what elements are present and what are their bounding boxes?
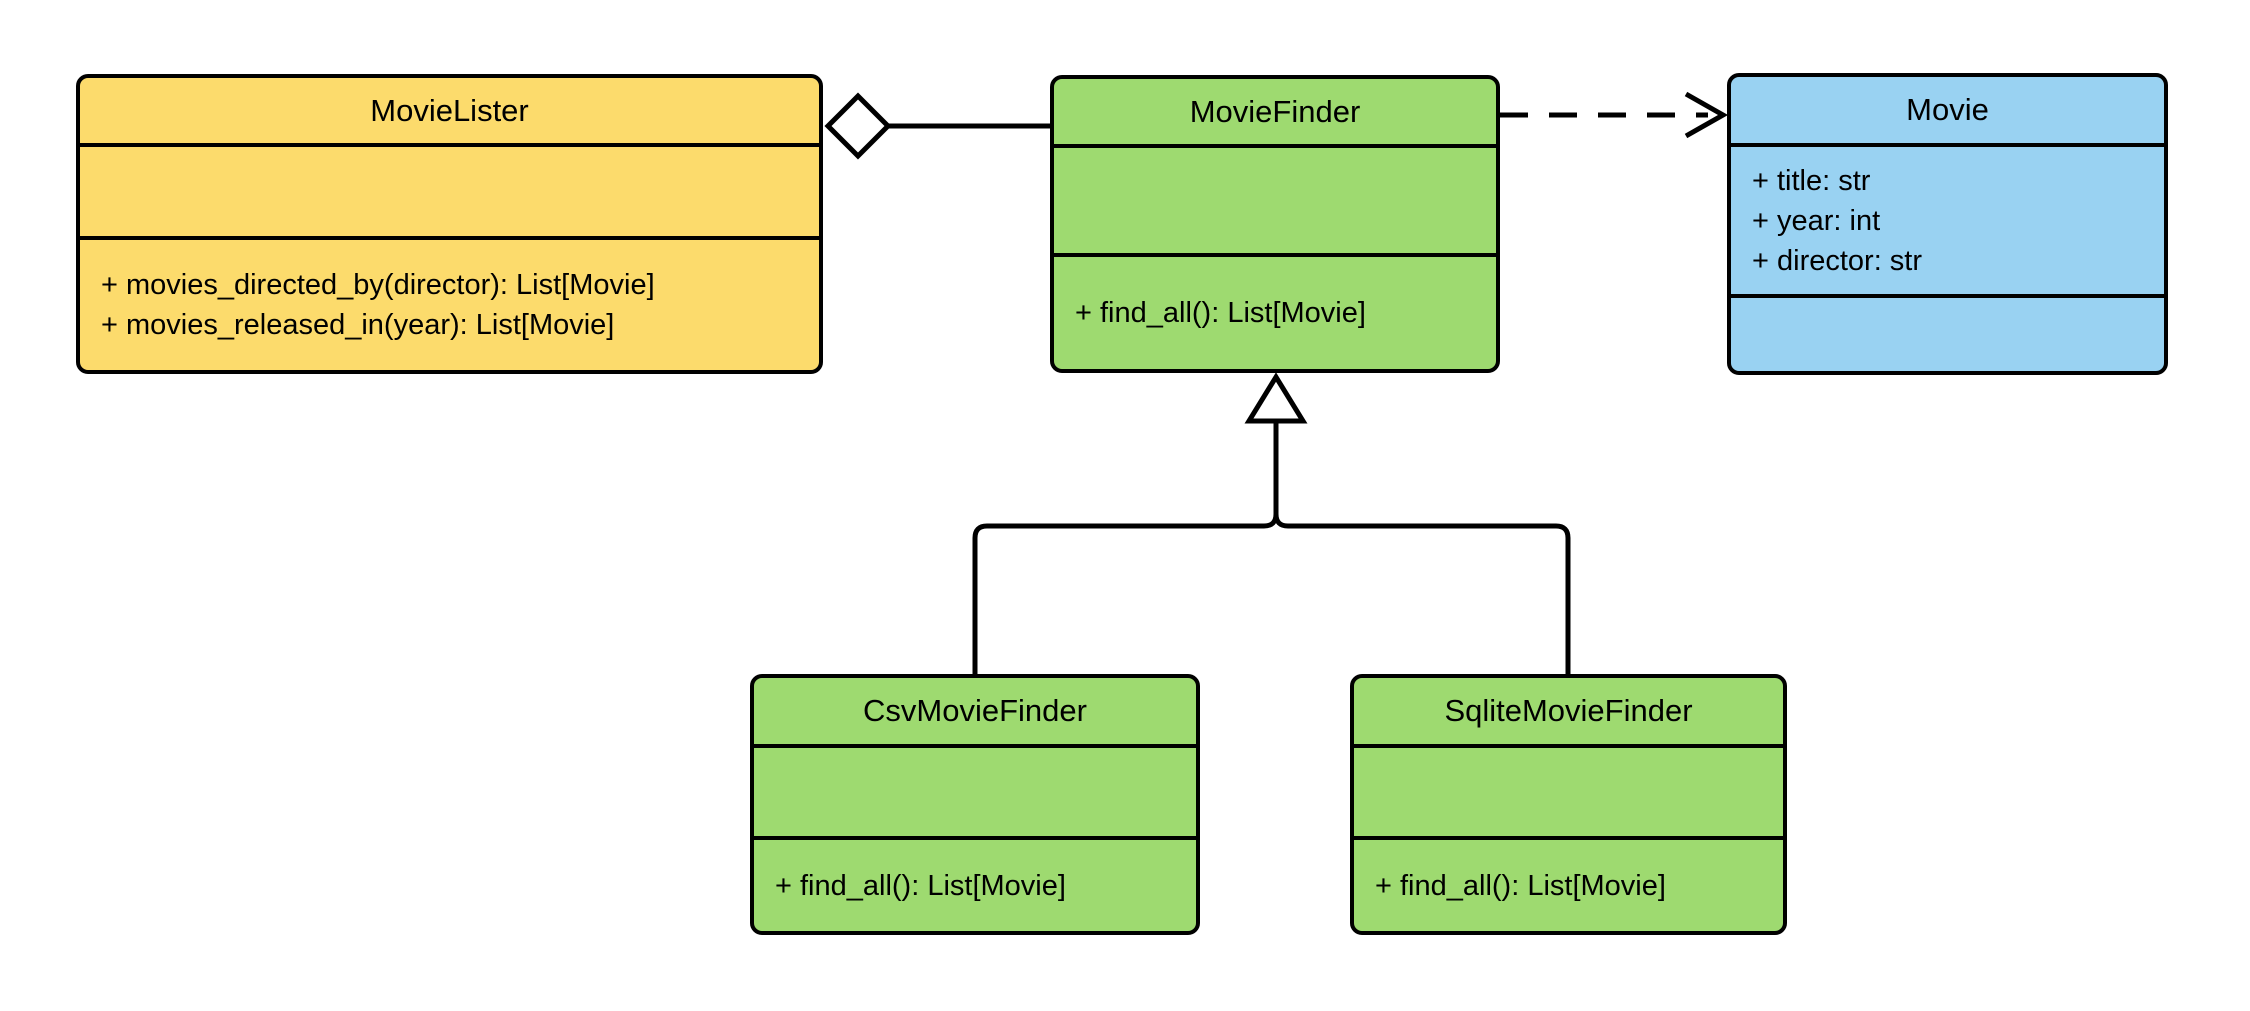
inheritance-triangle-icon xyxy=(1244,372,1308,424)
attributes-section-movie: + title: str + year: int + director: str xyxy=(1731,143,2164,294)
attributes-section-moviefinder xyxy=(1054,144,1496,253)
attribute-label: + year: int xyxy=(1752,204,1881,237)
method-label: + movies_released_in(year): List[Movie] xyxy=(101,309,615,341)
class-title-moviefinder: MovieFinder xyxy=(1189,93,1361,129)
class-box-sqlitemoviefinder: SqliteMovieFinder + find_all(): List[Mov… xyxy=(1350,674,1787,935)
inheritance-branch-right-line xyxy=(1273,513,1571,676)
attribute-label: + title: str xyxy=(1752,164,1871,197)
attribute-label: + director: str xyxy=(1752,244,1923,277)
methods-section-moviefinder: + find_all(): List[Movie] xyxy=(1054,253,1496,369)
class-box-csvmoviefinder: CsvMovieFinder + find_all(): List[Movie] xyxy=(750,674,1200,935)
dependency-open-arrowhead-icon xyxy=(1684,91,1729,139)
class-title-movie: Movie xyxy=(1906,92,1989,127)
methods-section-sqlitemoviefinder: + find_all(): List[Movie] xyxy=(1354,836,1783,931)
class-box-moviefinder: MovieFinder + find_all(): List[Movie] xyxy=(1050,75,1500,373)
attributes-section-csvmoviefinder xyxy=(754,744,1196,836)
class-title-csvmoviefinder: CsvMovieFinder xyxy=(863,693,1087,728)
class-box-movie: Movie + title: str + year: int + directo… xyxy=(1727,73,2168,375)
attributes-section-sqlitemoviefinder xyxy=(1354,744,1783,836)
method-label: + find_all(): List[Movie] xyxy=(775,869,1066,902)
attributes-section-movielister xyxy=(80,143,819,236)
aggregation-diamond-icon xyxy=(824,92,892,160)
methods-section-movie xyxy=(1731,294,2164,371)
class-title-movielister: MovieLister xyxy=(370,92,529,128)
class-title-sqlitemoviefinder: SqliteMovieFinder xyxy=(1444,693,1693,728)
methods-section-movielister: + movies_directed_by(director): List[Mov… xyxy=(80,236,819,370)
inheritance-branch-left-line xyxy=(972,513,1279,676)
class-box-movielister: MovieLister + movies_directed_by(directo… xyxy=(76,74,823,374)
method-label: + find_all(): List[Movie] xyxy=(1375,869,1666,902)
methods-section-csvmoviefinder: + find_all(): List[Movie] xyxy=(754,836,1196,931)
method-label: + find_all(): List[Movie] xyxy=(1075,297,1366,329)
method-label: + movies_directed_by(director): List[Mov… xyxy=(101,269,655,301)
